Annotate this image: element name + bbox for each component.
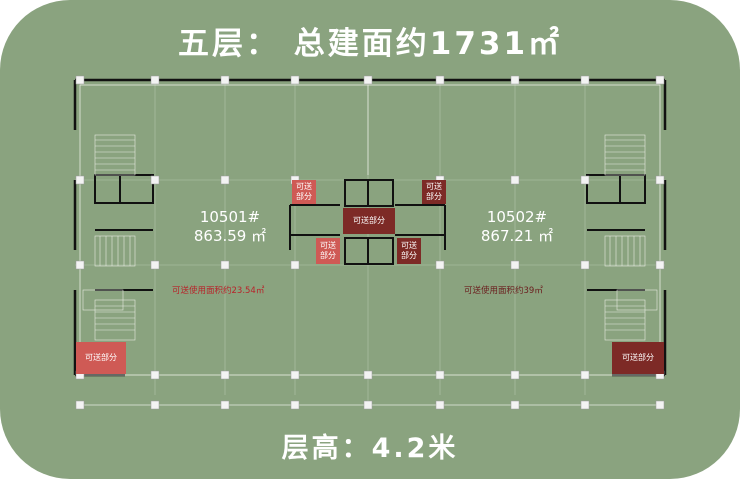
- unit-10501-area: 863.59 ㎡: [193, 227, 267, 245]
- unit-10502-area: 867.21 ㎡: [480, 227, 554, 245]
- right-core: [586, 174, 646, 291]
- extra-area-tag-center-bl: 可送 部分: [316, 238, 340, 264]
- floor-title: 五层： 总建面约1731㎡: [177, 26, 563, 62]
- unit-10502-label: 10502# 867.21 ㎡: [462, 208, 572, 246]
- unit-10502-extra-note: 可送使用面积约39㎡: [464, 286, 543, 296]
- extra-area-tag-right-bottom: 可送部分: [612, 342, 664, 374]
- floor-height-label: 层高：4.2米: [281, 433, 459, 464]
- extra-area-tag-center: 可送部分: [343, 208, 395, 234]
- balcony-columns: [75, 400, 665, 410]
- extra-area-tag-left-bottom: 可送部分: [76, 342, 126, 374]
- left-core: [94, 174, 154, 291]
- unit-10501-label: 10501# 863.59 ㎡: [175, 208, 285, 246]
- extra-area-tag-center-tr: 可送 部分: [422, 180, 446, 204]
- unit-10501-extra-note: 可送使用面积约23.54㎡: [172, 286, 265, 296]
- center-core: [289, 179, 446, 265]
- extra-area-tag-center-tl: 可送 部分: [292, 180, 316, 204]
- unit-10501-id: 10501#: [199, 208, 261, 226]
- unit-10502-id: 10502#: [486, 208, 548, 226]
- boundary-lines: [79, 84, 661, 406]
- right-stairs: [604, 134, 658, 341]
- extra-area-tag-center-br: 可送 部分: [397, 238, 421, 264]
- grid-lines: [75, 80, 665, 405]
- left-stairs: [82, 134, 136, 341]
